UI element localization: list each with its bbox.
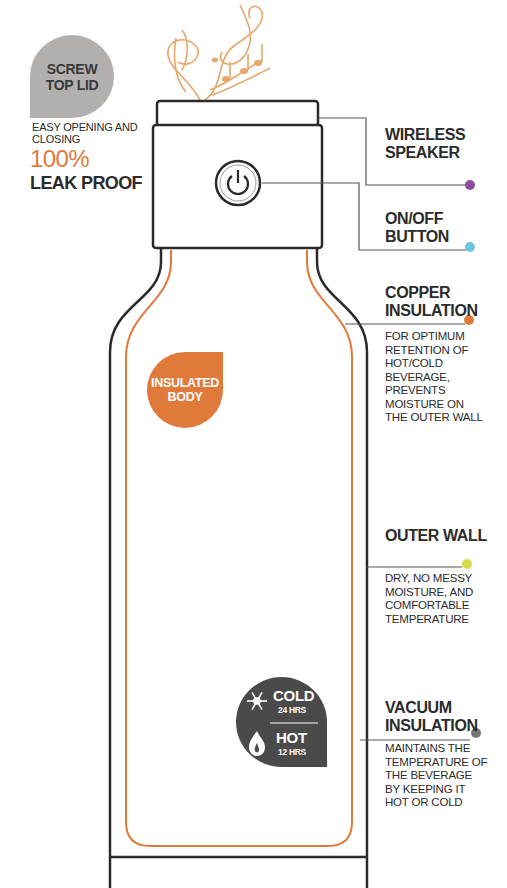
badge-text: HOT xyxy=(276,730,307,747)
part-name: OUTER WALL xyxy=(385,527,503,545)
badge-text: 12 HRS xyxy=(278,748,306,757)
badge-text: SCREW TOP LID xyxy=(38,61,106,93)
music-notes xyxy=(168,5,270,100)
feature-note: EASY OPENING AND CLOSING xyxy=(32,121,150,145)
part-description: FOR OPTIMUM RETENTION OF HOT/COLD BEVERA… xyxy=(385,330,489,425)
dot xyxy=(462,559,472,569)
part-description: MAINTAINS THE TEMPERATURE OF THE BEVERAG… xyxy=(385,742,489,810)
part-name: WIRELESS SPEAKER xyxy=(385,126,503,162)
part-name: VACUUM INSULATION xyxy=(385,699,503,735)
badge-text: INSULATED BODY xyxy=(151,376,219,405)
power-button xyxy=(216,161,260,205)
callout-badge: INSULATED BODY xyxy=(147,352,223,428)
copper-layer xyxy=(126,250,352,846)
callout-badge: SCREW TOP LID xyxy=(30,35,114,118)
part-description: DRY, NO MESSY MOISTURE, AND COMFORTABLE … xyxy=(385,572,489,626)
part-name: ON/OFF BUTTON xyxy=(385,210,503,246)
dot xyxy=(465,180,475,190)
percent-figure: 100% xyxy=(30,146,150,171)
lid xyxy=(157,101,318,126)
badge-text: 24 HRS xyxy=(278,706,306,715)
cap xyxy=(153,125,322,248)
flame-icon xyxy=(249,731,265,756)
temperature-badge: COLD24 HRS HOT12 HRS xyxy=(236,677,327,767)
feature-heading: LEAK PROOF xyxy=(30,174,152,193)
dot xyxy=(465,242,475,252)
badge-text: COLD xyxy=(273,688,314,705)
part-name: COPPER INSULATION xyxy=(385,284,503,320)
snowflake-icon xyxy=(247,692,267,709)
bottle-outline xyxy=(110,248,367,888)
